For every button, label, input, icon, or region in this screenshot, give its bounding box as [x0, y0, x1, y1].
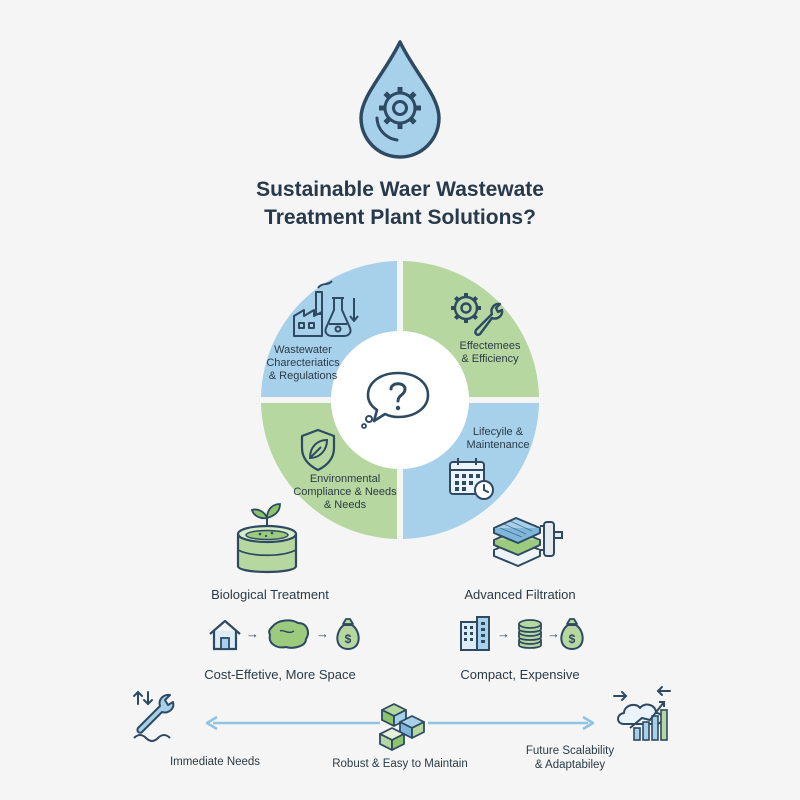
- segment-label-lifecycle: Lifecyile & Maintenance: [448, 426, 548, 452]
- segment-label-characteristics: Wastewater Charecteriatics & Regulations: [258, 344, 348, 383]
- advanced-filtration-label: Advanced Filtration: [464, 587, 576, 602]
- arrow-icon: →: [497, 626, 510, 641]
- future-scalability-line-1: Future Scalability: [525, 745, 615, 757]
- wheel-segment-efficiency: [403, 261, 539, 397]
- calendar-clock-icon: [449, 458, 494, 500]
- immediate-needs-label: Immediate Needs: [169, 756, 261, 768]
- segment-label-line: Environmental: [309, 473, 381, 485]
- water-drop-gear-icon: [359, 40, 441, 159]
- segment-label-line: Lifecyile &: [472, 426, 524, 438]
- factory-flask-icon: [293, 280, 359, 337]
- robust-maintain-label: Robust & Easy to Maintain: [332, 758, 468, 770]
- leaf-shield-icon: [300, 428, 336, 472]
- future-scalability-line-2: & Adaptabiley: [534, 759, 606, 771]
- wheel-segment-characteristics: [261, 261, 397, 397]
- page-title-line-2: Treatment Plant Solutions?: [264, 206, 536, 229]
- segment-label-line: & Efficiency: [461, 353, 519, 365]
- svg-text:$: $: [345, 632, 352, 646]
- modular-blocks-icon: [379, 703, 425, 751]
- money-bag-icon: $: [336, 618, 360, 651]
- gear-wrench-icon: [451, 293, 504, 336]
- segment-label-line: & Needs: [323, 499, 367, 511]
- segment-label-efficiency: Effectemees & Efficiency: [440, 340, 540, 366]
- money-bag-icon: $: [560, 618, 584, 651]
- future-scalability-label: Future Scalability & Adaptabiley: [510, 744, 630, 772]
- arrow-icon: →: [547, 626, 560, 641]
- biological-summary: Cost-Effetive, More Space: [204, 667, 356, 682]
- arrow-icon: →: [316, 626, 329, 641]
- bioreactor-tank-icon: [236, 503, 298, 574]
- filtration-summary: Compact, Expensive: [460, 667, 580, 682]
- page-title-line-1: Sustainable Waer Wastewate: [256, 178, 544, 201]
- wrench-water-icon: [133, 690, 175, 742]
- arrow-icon: →: [246, 626, 259, 641]
- segment-label-line: Compliance & Needs: [293, 486, 397, 498]
- land-icon: [268, 619, 309, 649]
- segment-label-line: Wastewater: [274, 344, 332, 356]
- biological-treatment-label: Biological Treatment: [211, 587, 329, 602]
- svg-text:$: $: [569, 632, 576, 646]
- building-icon: [460, 616, 490, 651]
- segment-label-line: & Regulations: [268, 370, 338, 382]
- membrane-filter-icon: [493, 517, 563, 567]
- spectrum-arrow-right: [428, 715, 595, 731]
- segment-label-line: Charecteriatics: [266, 357, 340, 369]
- cloud-growth-chart-icon: [613, 686, 671, 741]
- segment-label-line: Effectemees: [459, 340, 521, 352]
- wheel-segment-environmental: [261, 403, 397, 539]
- segment-label-line: Maintenance: [466, 439, 530, 451]
- question-speech-bubble-icon: [361, 371, 430, 429]
- house-icon: [209, 619, 241, 651]
- segment-label-environmental: Environmental Compliance & Needs & Needs: [290, 473, 400, 512]
- spectrum-arrow-left: [205, 715, 380, 731]
- coin-stack-icon: [518, 619, 542, 649]
